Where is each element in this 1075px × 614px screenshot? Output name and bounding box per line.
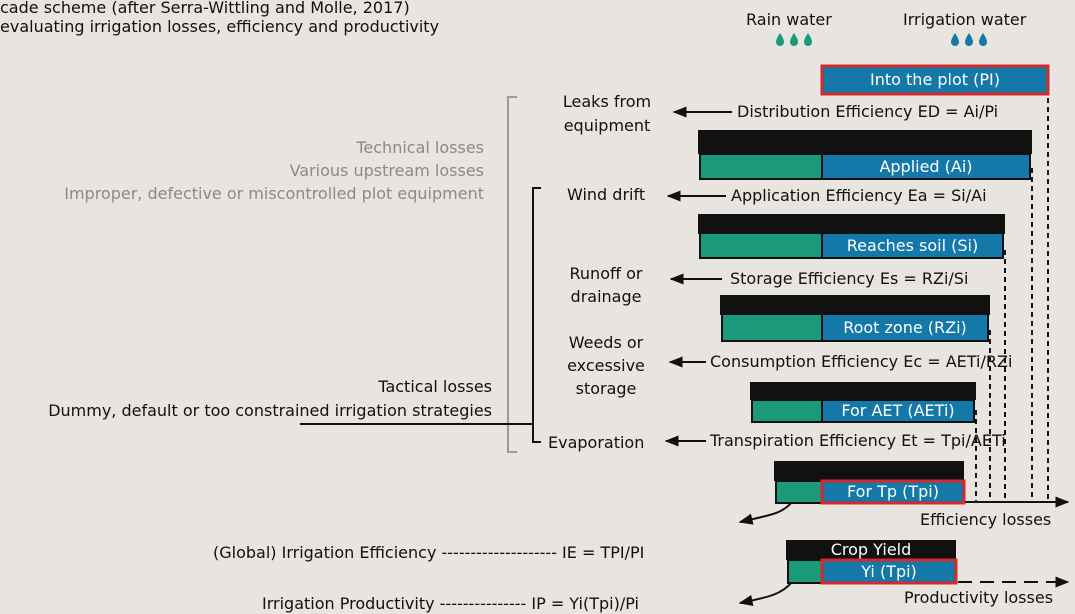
loss-evaporation: Evaporation xyxy=(548,433,645,452)
crop-yield-label: Crop Yield xyxy=(830,540,912,559)
pi-label: Into the plot (PI) xyxy=(870,70,1000,89)
aeti-label: For AET (AETi) xyxy=(841,401,955,420)
title-line-2: evaluating irrigation losses, efficiency… xyxy=(0,17,440,36)
rzi-irrigation-part xyxy=(821,313,989,342)
si-irrigation-part xyxy=(821,232,1004,259)
technical-losses-line-3: Improper, defective or miscontrolled plo… xyxy=(64,184,484,203)
loss-weeds-line-3: storage xyxy=(575,379,637,398)
storage-efficiency-label: Storage Efficiency Es = RZi/Si xyxy=(730,269,969,288)
title-line-1: cade scheme (after Serra-Wittling and Mo… xyxy=(0,0,410,17)
distribution-efficiency-label: Distribution Efficiency ED = Ai/Pi xyxy=(737,102,999,121)
loss-leaks-line-1: Leaks from xyxy=(562,92,652,111)
ie-curved-arrow xyxy=(738,501,793,525)
rzi-label: Root zone (RZi) xyxy=(843,318,967,337)
legend-irrigation-label: Irrigation water xyxy=(903,10,1027,29)
si-label: Reaches soil (Si) xyxy=(846,236,979,255)
loss-weeds-line-1: Weeds or xyxy=(568,333,644,352)
tactical-losses-description: Dummy, default or too constrained irriga… xyxy=(48,401,492,420)
si-rain-part xyxy=(699,232,823,259)
tpi-irrigation-part xyxy=(820,479,966,505)
aeti-black-bar xyxy=(750,382,976,400)
technical-losses-line-2: Various upstream losses xyxy=(289,161,484,180)
consumption-efficiency-label: Consumption Efficiency Ec = AETi/RZi xyxy=(710,352,1013,371)
irrigation-drops-icon xyxy=(951,33,987,46)
yi-label: Yi (Tpi) xyxy=(861,562,917,581)
aeti-rain-part xyxy=(751,399,823,423)
ai-black-bar xyxy=(698,130,1032,154)
technical-bracket xyxy=(507,96,517,453)
pi-box xyxy=(820,64,1050,96)
loss-runoff-line-1: Runoff or xyxy=(569,264,643,283)
loss-weeds-line-2: excessive xyxy=(567,356,645,375)
si-black-bar xyxy=(698,214,1005,234)
tpi-label: For Tp (Tpi) xyxy=(847,482,939,501)
tpi-rain-part xyxy=(775,480,823,504)
productivity-losses-label: Productivity losses xyxy=(904,588,1054,607)
crop-yield-bar xyxy=(786,540,956,560)
efficiency-losses-label: Efficiency losses xyxy=(920,510,1052,529)
loss-wind-drift: Wind drift xyxy=(567,185,646,204)
loss-runoff-line-2: drainage xyxy=(570,287,642,306)
ai-rain-part xyxy=(699,153,823,180)
ai-irrigation-part xyxy=(821,153,1031,180)
ai-label: Applied (Ai) xyxy=(879,157,973,176)
legend-rain-label: Rain water xyxy=(746,10,832,29)
rzi-rain-part xyxy=(721,313,823,342)
technical-losses-title: Technical losses xyxy=(356,138,484,157)
yi-rain-part xyxy=(787,559,823,584)
rzi-black-bar xyxy=(720,295,990,315)
aeti-irrigation-part xyxy=(821,399,975,423)
tactical-bracket xyxy=(532,187,541,443)
tactical-losses-title: Tactical losses xyxy=(378,377,492,396)
irrigation-productivity: Irrigation Productivity --------------- … xyxy=(262,594,639,613)
ip-curved-arrow xyxy=(738,581,793,607)
global-irrigation-efficiency: (Global) Irrigation Efficiency ---------… xyxy=(213,543,645,562)
rain-drops-icon xyxy=(776,33,812,46)
transpiration-efficiency-label: Transpiration Efficiency Et = Tpi/AETi xyxy=(710,431,1006,450)
tpi-black-bar xyxy=(774,461,964,481)
loss-leaks-line-2: equipment xyxy=(563,116,651,135)
application-efficiency-label: Application Efficiency Ea = Si/Ai xyxy=(731,186,987,205)
yi-irrigation-part xyxy=(820,558,958,585)
